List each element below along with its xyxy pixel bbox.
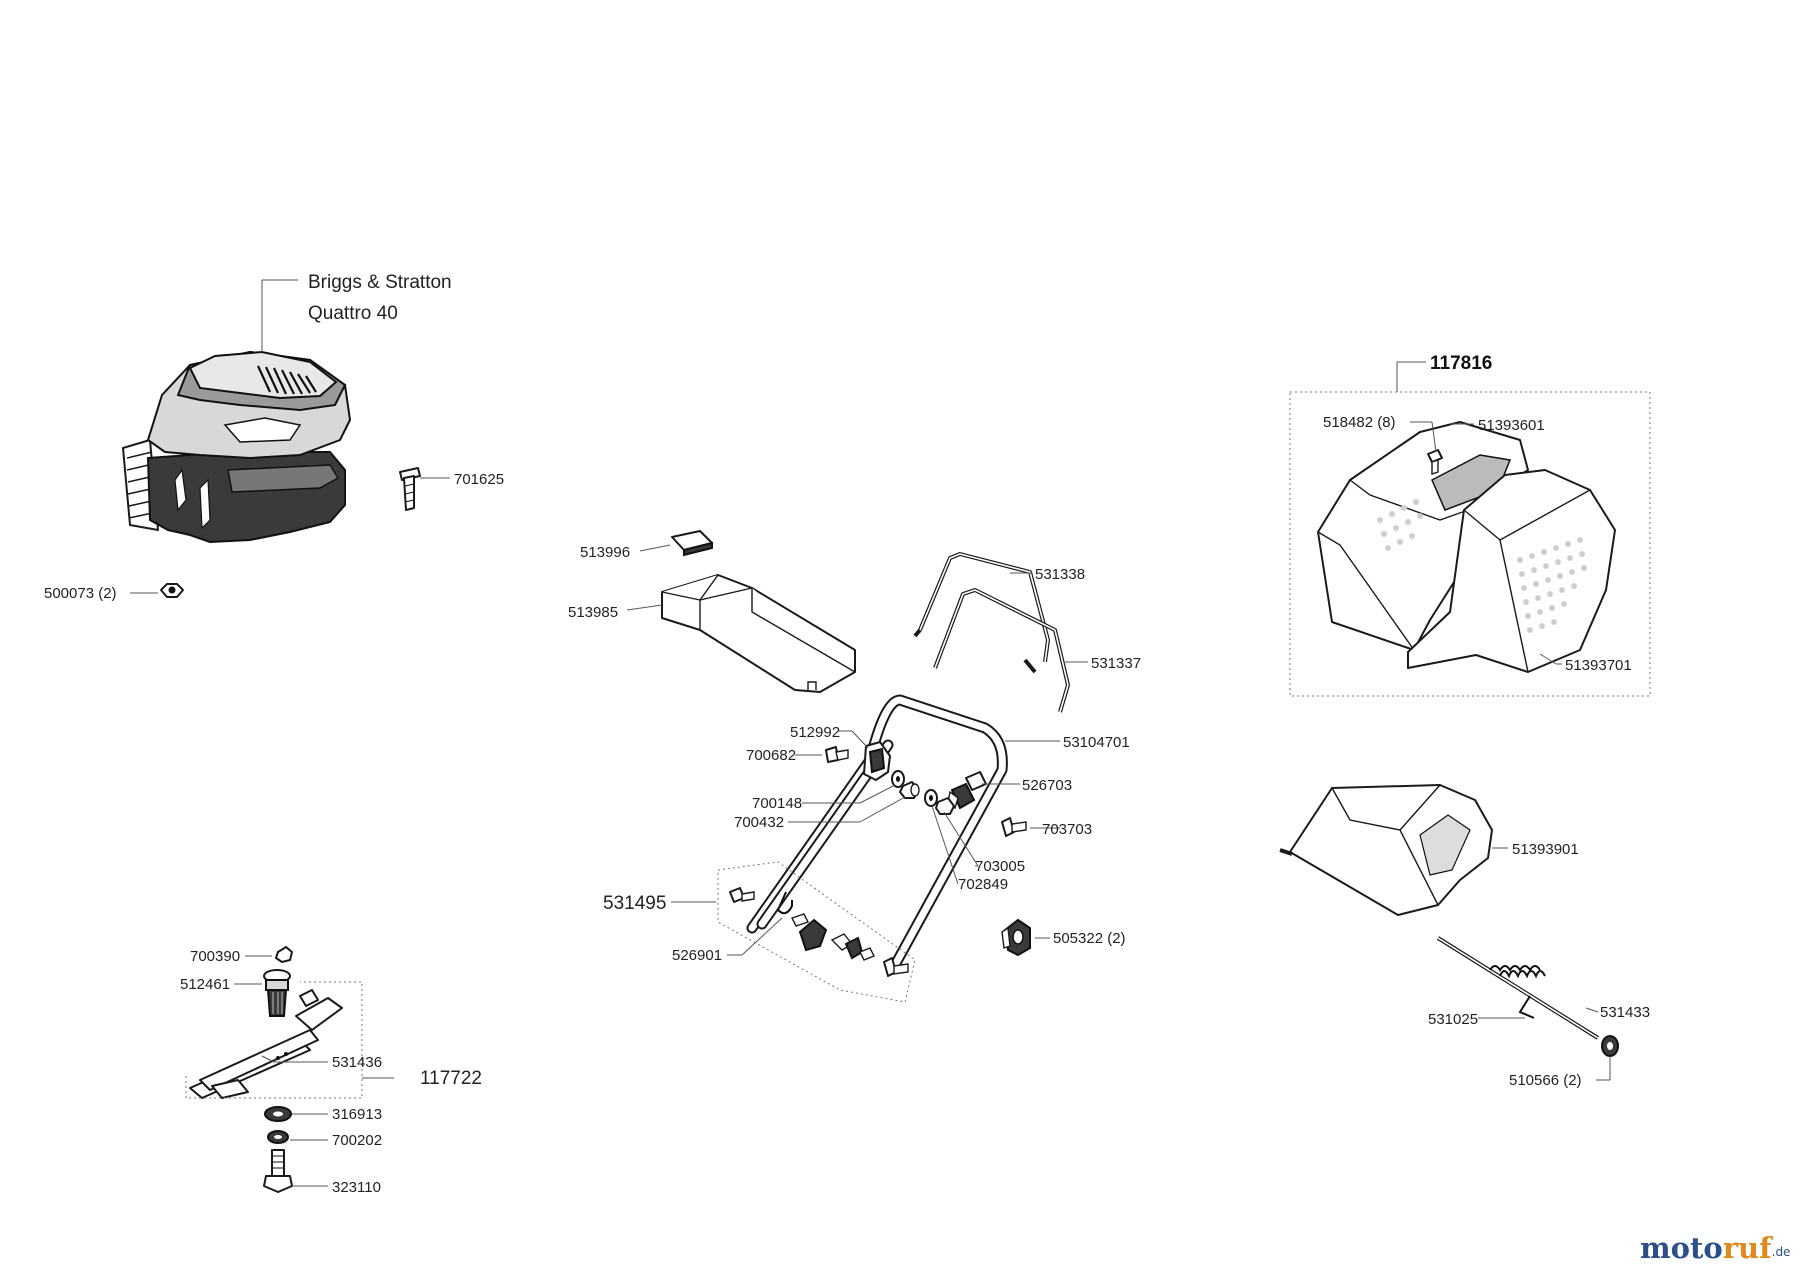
label-526703: 526703 [1022,777,1072,794]
leader-518482-b [1431,421,1437,453]
control-bar-531338 [913,552,1050,663]
clamp-505322 [1001,918,1031,957]
label-512461: 512461 [180,976,230,993]
label-510566: 510566 (2) [1509,1072,1582,1089]
deflector-flap-513985 [661,574,856,693]
engine-illustration [122,350,352,544]
label-316913: 316913 [332,1106,382,1123]
label-531433: 531433 [1600,1004,1650,1021]
rod-531025 [1436,936,1600,1040]
nut-700432 [899,781,920,799]
label-531495: 531495 [603,893,666,914]
nut-700390 [275,946,293,963]
leader-702849 [931,805,959,885]
leader-51393701-b [1539,653,1557,665]
nut-500073 [160,583,184,598]
label-51393901: 51393901 [1512,841,1579,858]
label-526901: 526901 [672,947,722,964]
leader-700432-b [859,796,906,823]
watermark-part1: moto [1640,1231,1723,1265]
washer-702849 [924,789,938,807]
label-513985: 513985 [568,604,618,621]
leader-513996 [639,544,671,552]
adapter-512461 [263,969,291,1017]
label-703703: 703703 [1042,821,1092,838]
label-505322: 505322 (2) [1053,930,1126,947]
grass-box-upper-51393601 [1317,421,1529,651]
engine-brand-line1: Briggs & Stratton [308,272,452,293]
label-518482: 518482 (8) [1323,414,1396,431]
grass-box-kit-border [1289,391,1651,697]
leader-526901-b [741,917,783,956]
knob-526703 [947,771,987,810]
label-703005: 703005 [975,858,1025,875]
leader-531436-b [261,1055,275,1063]
label-51393601: 51393601 [1478,417,1545,434]
label-512992: 512992 [790,724,840,741]
leader-700148-b [859,784,896,804]
washer-510566 [1601,1035,1619,1057]
screw-518482 [1427,449,1443,475]
watermark-part2: ruf [1723,1231,1774,1265]
label-323110: 323110 [332,1179,381,1196]
watermark-suffix: .de [1772,1245,1791,1259]
leader-703005 [943,811,979,867]
label-702849: 702849 [958,876,1008,893]
watermark-logo: motoruf.de [1640,1231,1790,1265]
label-700202: 700202 [332,1132,382,1149]
label-53104701: 53104701 [1063,734,1130,751]
label-500073: 500073 (2) [44,585,117,602]
leader-531433 [1585,1007,1599,1013]
spring-531433 [1499,970,1546,979]
bolt-703703 [1001,817,1027,837]
leader-513985 [626,604,663,611]
bolt-701625 [399,467,421,511]
kit-531495 [717,861,916,1003]
label-531436: 531436 [332,1054,382,1071]
label-701625: 701625 [454,471,504,488]
nut-703005 [935,797,955,815]
grass-box-vent-pattern [1377,499,1587,633]
label-700682: 700682 [746,747,796,764]
bolt-323110 [263,1149,293,1193]
label-700390: 700390 [190,948,240,965]
washer-700202 [267,1130,289,1144]
grass-box-lower-51393701 [1407,469,1616,673]
leader-512992-b [851,730,869,749]
label-117722: 117722 [420,1068,482,1089]
label-700432: 700432 [734,814,784,831]
rear-flap-51393901 [1279,784,1493,916]
svg-text:motoruf.de: motoruf.de [1640,1231,1790,1265]
washer-316913 [264,1106,292,1122]
label-531337: 531337 [1091,655,1141,672]
blade-assembly-117722 [185,981,363,1099]
screw-700682 [825,746,849,763]
label-51393701: 51393701 [1565,657,1632,674]
label-513996: 513996 [580,544,630,561]
label-531338: 531338 [1035,566,1085,583]
cable-guide-512992 [863,741,891,781]
clip-513996 [671,530,713,557]
label-531025: 531025 [1428,1011,1478,1028]
washer-700148 [891,770,905,788]
engine-brand-line2: Quattro 40 [308,303,398,324]
label-700148: 700148 [752,795,802,812]
control-bar-531337 [933,588,1070,713]
label-117816: 117816 [1430,353,1492,374]
